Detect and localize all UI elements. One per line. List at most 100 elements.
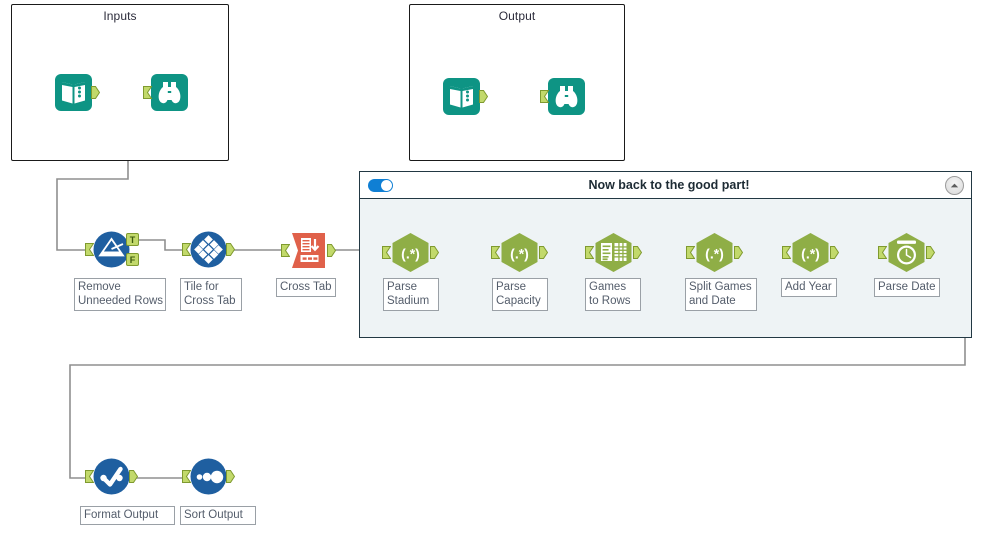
transpose-tool[interactable] xyxy=(585,232,642,273)
tool-label[interactable]: Add Year xyxy=(781,278,837,297)
output-port-icon xyxy=(129,470,138,483)
select-tool[interactable] xyxy=(85,458,138,495)
output-port-icon xyxy=(226,243,235,256)
browse-tool[interactable] xyxy=(143,74,188,111)
input-port[interactable] xyxy=(585,246,594,259)
input-port-icon xyxy=(686,246,695,259)
true-output-port[interactable]: T xyxy=(126,233,139,246)
container-enable-toggle[interactable] xyxy=(368,178,393,192)
input-data-tool[interactable] xyxy=(443,78,488,115)
input-port-icon xyxy=(143,86,152,99)
chevron-up-icon[interactable] xyxy=(945,175,964,195)
output-port[interactable] xyxy=(226,243,235,256)
tool-label[interactable]: Sort Output xyxy=(180,506,256,525)
binoculars-icon xyxy=(548,78,585,115)
input-port[interactable] xyxy=(281,244,290,257)
input-port-icon xyxy=(182,243,191,256)
regex-tool[interactable]: (.*) xyxy=(382,232,439,273)
input-port[interactable] xyxy=(491,246,500,259)
cross-tab-icon xyxy=(292,233,325,268)
sort-tool[interactable] xyxy=(182,458,235,495)
svg-text:F: F xyxy=(130,255,136,265)
output-port[interactable] xyxy=(633,246,642,259)
input-port[interactable] xyxy=(878,246,887,259)
regex-icon: (.*) xyxy=(696,233,733,272)
output-port[interactable] xyxy=(430,246,439,259)
tool-label[interactable]: Tile for Cross Tab xyxy=(180,278,242,311)
false-output-port-icon: F xyxy=(126,253,139,266)
tool-label[interactable]: Cross Tab xyxy=(276,278,336,297)
input-port[interactable] xyxy=(85,470,94,483)
output-port[interactable] xyxy=(926,246,935,259)
toggle-knob xyxy=(381,179,392,191)
input-port[interactable] xyxy=(182,243,191,256)
input-port[interactable] xyxy=(85,243,94,256)
inputs-container[interactable]: Inputs xyxy=(11,4,229,161)
formula-tool[interactable]: (.*) xyxy=(782,232,839,273)
inputs-container-title: Inputs xyxy=(103,9,137,23)
input-port[interactable] xyxy=(182,470,191,483)
regex-icon: (.*) xyxy=(501,233,538,272)
input-port[interactable] xyxy=(382,246,391,259)
container-title: Now back to the good part! xyxy=(588,178,750,192)
input-port[interactable] xyxy=(143,86,152,99)
tool-label[interactable]: Split Games and Date xyxy=(685,278,757,311)
output-container[interactable]: Output xyxy=(409,4,625,161)
output-port[interactable] xyxy=(734,246,743,259)
tool-label[interactable]: Parse Capacity xyxy=(492,278,548,311)
output-port-icon xyxy=(91,86,100,99)
select-check-icon xyxy=(93,458,130,495)
svg-text:T: T xyxy=(130,235,136,245)
regex-tool[interactable]: (.*) xyxy=(686,232,743,273)
tool-label[interactable]: Parse Stadium xyxy=(383,278,439,311)
output-port[interactable] xyxy=(226,470,235,483)
input-port-icon xyxy=(382,246,391,259)
tile-tool[interactable] xyxy=(182,231,235,268)
good-part-container[interactable]: Now back to the good part! xyxy=(359,171,972,338)
true-output-port-icon: T xyxy=(126,233,139,246)
book-input-icon xyxy=(55,74,92,111)
output-port[interactable] xyxy=(129,470,138,483)
tool-label[interactable]: Parse Date xyxy=(874,278,940,297)
svg-text:(.*): (.*) xyxy=(801,246,820,262)
container-header: Now back to the good part! xyxy=(360,172,971,199)
tool-label[interactable]: Games to Rows xyxy=(585,278,641,311)
output-port[interactable] xyxy=(91,86,100,99)
output-port-icon xyxy=(926,246,935,259)
output-port[interactable] xyxy=(327,244,336,257)
browse-tool[interactable] xyxy=(540,78,585,115)
binoculars-icon xyxy=(151,74,188,111)
output-port[interactable] xyxy=(479,90,488,103)
output-port-icon xyxy=(633,246,642,259)
input-port-icon xyxy=(85,243,94,256)
input-port-icon xyxy=(585,246,594,259)
output-port-icon xyxy=(430,246,439,259)
filter-funnel-icon xyxy=(93,231,130,268)
input-port[interactable] xyxy=(540,90,549,103)
input-data-tool[interactable] xyxy=(55,74,100,111)
regex-icon: (.*) xyxy=(792,233,829,272)
regex-icon: (.*) xyxy=(392,233,429,272)
cross-tab-tool[interactable] xyxy=(281,231,336,270)
datetime-tool[interactable] xyxy=(878,232,935,273)
output-port[interactable] xyxy=(539,246,548,259)
table-transpose-icon xyxy=(595,233,632,272)
input-port-icon xyxy=(878,246,887,259)
tool-label[interactable]: Format Output xyxy=(80,506,175,525)
tile-diamond-icon xyxy=(190,231,227,268)
output-port[interactable] xyxy=(830,246,839,259)
tool-label[interactable]: Remove Unneeded Rows xyxy=(74,278,166,311)
regex-tool[interactable]: (.*) xyxy=(491,232,548,273)
false-output-port[interactable]: F xyxy=(126,253,139,266)
input-port-icon xyxy=(491,246,500,259)
input-port[interactable] xyxy=(782,246,791,259)
output-port-icon xyxy=(734,246,743,259)
svg-text:(.*): (.*) xyxy=(705,246,724,262)
output-port-icon xyxy=(479,90,488,103)
sort-dots-icon xyxy=(190,458,227,495)
output-container-title: Output xyxy=(498,9,536,23)
input-port[interactable] xyxy=(686,246,695,259)
input-port-icon xyxy=(782,246,791,259)
